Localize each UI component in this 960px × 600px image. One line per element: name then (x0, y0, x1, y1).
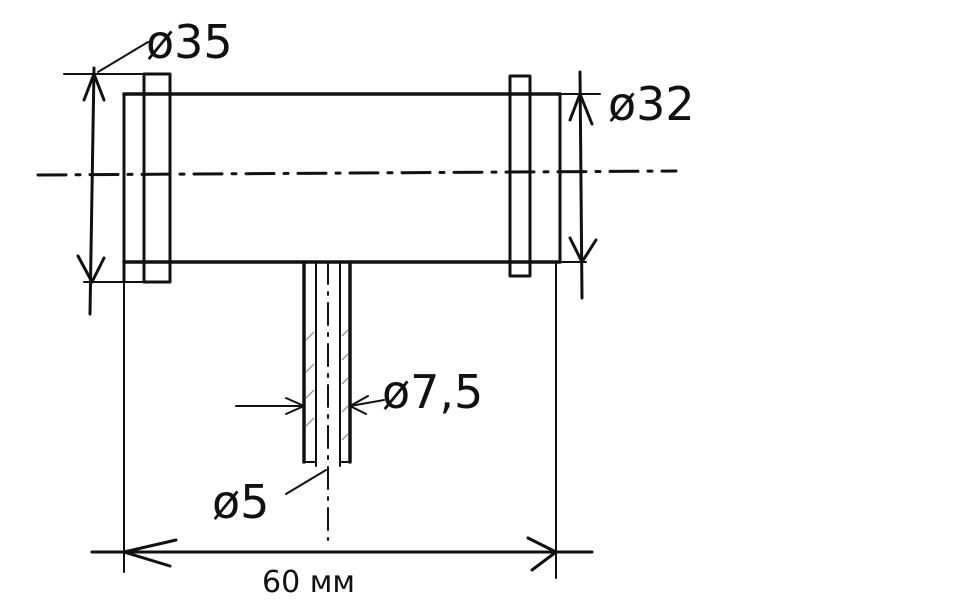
label-flange-left-diameter: ø35 (146, 15, 233, 69)
nozzle-outer-dimension (235, 395, 385, 415)
length-dimension (90, 536, 594, 572)
nozzle-hatching (305, 329, 349, 441)
label-nozzle-outer-diameter: ø7,5 (382, 365, 483, 419)
label-nozzle-inner-diameter: ø5 (212, 475, 269, 529)
left-diameter-dimension (63, 41, 149, 316)
left-flange (123, 72, 172, 284)
label-flange-right-diameter: ø32 (608, 77, 695, 131)
nozzle-inner-leader (285, 469, 327, 495)
right-diameter-dimension (551, 70, 601, 300)
nozzle-tube (302, 260, 352, 541)
label-overall-length: 60 мм (262, 565, 355, 600)
pipe-body (122, 92, 562, 284)
horizontal-centerline (36, 169, 678, 177)
